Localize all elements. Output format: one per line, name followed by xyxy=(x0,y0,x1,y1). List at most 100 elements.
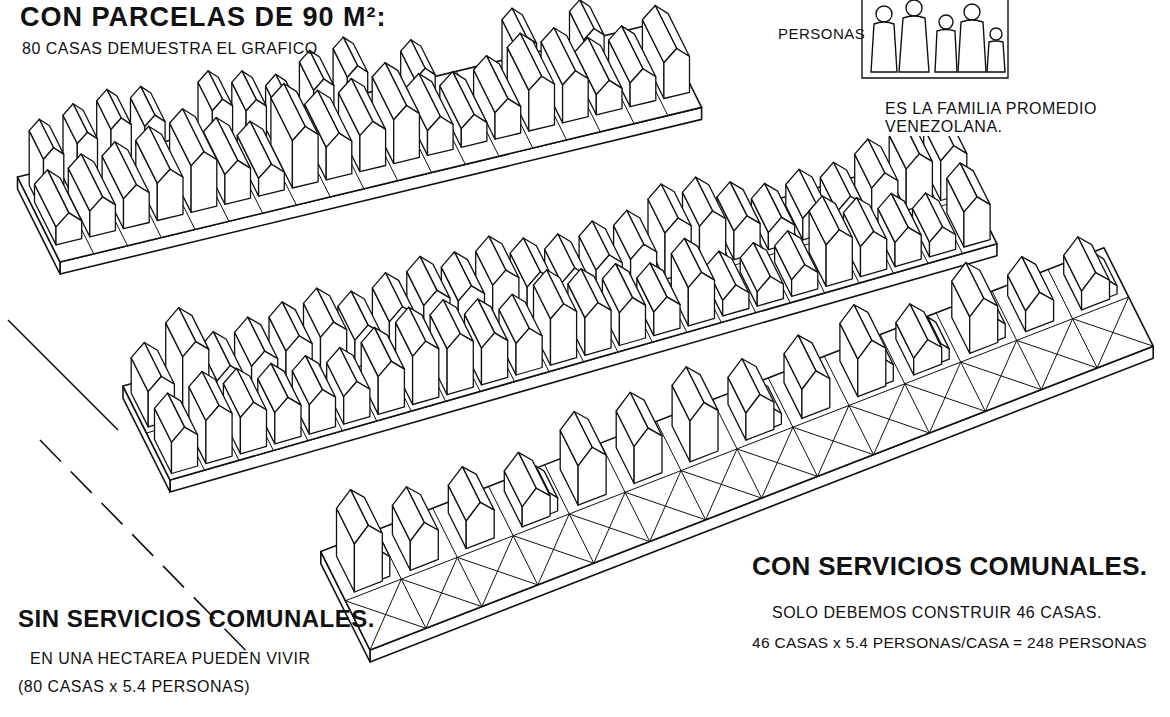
section-heading: CON SERVICIOS COMUNALES. xyxy=(752,552,1147,581)
house-face xyxy=(240,402,266,454)
lot-line xyxy=(905,384,986,412)
house-face xyxy=(688,272,714,325)
house-face xyxy=(930,227,956,257)
lot-line xyxy=(681,471,762,499)
subtitle-note: 80 CASAS DEMUESTRA EL GRAFICO xyxy=(22,40,318,58)
house-face xyxy=(630,69,656,107)
house xyxy=(392,487,438,571)
calculation-note: SOLO DEBEMOS CONSTRUIR 46 CASAS. xyxy=(772,604,1102,622)
house-face xyxy=(895,227,921,266)
house-face xyxy=(394,106,420,164)
lot-line xyxy=(401,579,482,607)
house-face xyxy=(206,406,232,464)
house-face xyxy=(858,340,886,396)
house-face xyxy=(172,427,198,473)
house-face xyxy=(461,115,487,148)
lot-line xyxy=(737,449,818,477)
calculation-note: (80 CASAS x 5.4 PERSONAS) xyxy=(18,678,250,696)
house-face xyxy=(746,395,774,441)
house-face xyxy=(124,185,150,229)
family-sketch xyxy=(862,0,1008,78)
house xyxy=(616,392,662,483)
person-body xyxy=(987,41,1005,72)
lot-line xyxy=(1017,340,1097,368)
house xyxy=(840,305,886,397)
house-face xyxy=(578,447,606,505)
calculation-note: 46 CASAS x 5.4 PERSONAS/CASA = 248 PERSO… xyxy=(752,634,1147,651)
family-note: ES LA FAMILIA PROMEDIO VENEZOLANA. xyxy=(885,100,1100,136)
house-face xyxy=(90,197,116,237)
house-face xyxy=(861,232,887,277)
housing-row xyxy=(18,0,702,274)
person-body xyxy=(871,22,897,72)
house xyxy=(672,367,718,462)
house-face xyxy=(690,403,718,462)
street-edge xyxy=(8,320,118,430)
house-face xyxy=(826,230,852,287)
house-face xyxy=(413,341,439,404)
house-face xyxy=(1026,292,1054,331)
family-frame xyxy=(862,0,1008,78)
house-face xyxy=(466,502,494,548)
house-face xyxy=(596,80,622,114)
house-face xyxy=(664,49,690,99)
house-face xyxy=(970,298,998,353)
house-face xyxy=(56,213,82,245)
platform-top xyxy=(18,23,702,263)
house-face xyxy=(326,133,352,180)
title: CON PARCELAS DE 90 M²: xyxy=(20,2,387,32)
house-face xyxy=(259,164,285,196)
house xyxy=(784,335,830,418)
person-head xyxy=(990,28,1002,40)
house-face xyxy=(529,76,555,131)
housing-rows xyxy=(18,0,1154,662)
house-face xyxy=(516,328,542,375)
house xyxy=(35,170,82,245)
house-face xyxy=(344,382,370,425)
person-body xyxy=(899,16,929,72)
house-face xyxy=(634,428,662,483)
house-face xyxy=(292,127,318,189)
house xyxy=(952,263,998,354)
house-face xyxy=(275,397,301,444)
house-face xyxy=(225,160,251,204)
person-head xyxy=(876,6,892,22)
house-face xyxy=(522,488,550,527)
house-face xyxy=(551,304,577,365)
house-face xyxy=(585,303,611,356)
platform-top xyxy=(321,248,1153,650)
person-head xyxy=(939,15,953,29)
house-face xyxy=(428,117,454,156)
house xyxy=(1064,237,1110,310)
house-face xyxy=(563,71,589,123)
house-face xyxy=(354,525,382,592)
house-face xyxy=(792,265,818,297)
house-face xyxy=(410,523,438,571)
house-face xyxy=(309,390,335,435)
section-heading: SIN SERVICIOS COMUNALES. xyxy=(18,606,375,633)
house-face xyxy=(378,361,404,414)
lot-line xyxy=(793,427,874,455)
platform-front xyxy=(370,346,1153,662)
person-body xyxy=(935,30,957,73)
house xyxy=(155,393,198,473)
house xyxy=(1008,257,1054,332)
house-face xyxy=(1082,273,1110,310)
lot-line xyxy=(513,536,594,564)
lot-line xyxy=(625,492,706,520)
lot-line xyxy=(1073,319,1154,347)
house-face xyxy=(157,169,183,220)
house xyxy=(560,412,606,506)
lot-line xyxy=(961,362,1042,390)
house xyxy=(448,467,494,549)
people-label: PERSONAS xyxy=(778,26,865,43)
house-face xyxy=(191,152,217,213)
lot-line xyxy=(849,406,930,434)
house-face xyxy=(802,371,830,419)
platform-front xyxy=(60,107,702,274)
calculation-note: EN UNA HECTAREA PUEDEN VIVIR xyxy=(30,650,310,668)
house xyxy=(337,490,383,592)
lot-line xyxy=(569,514,650,542)
house-face xyxy=(723,285,749,316)
